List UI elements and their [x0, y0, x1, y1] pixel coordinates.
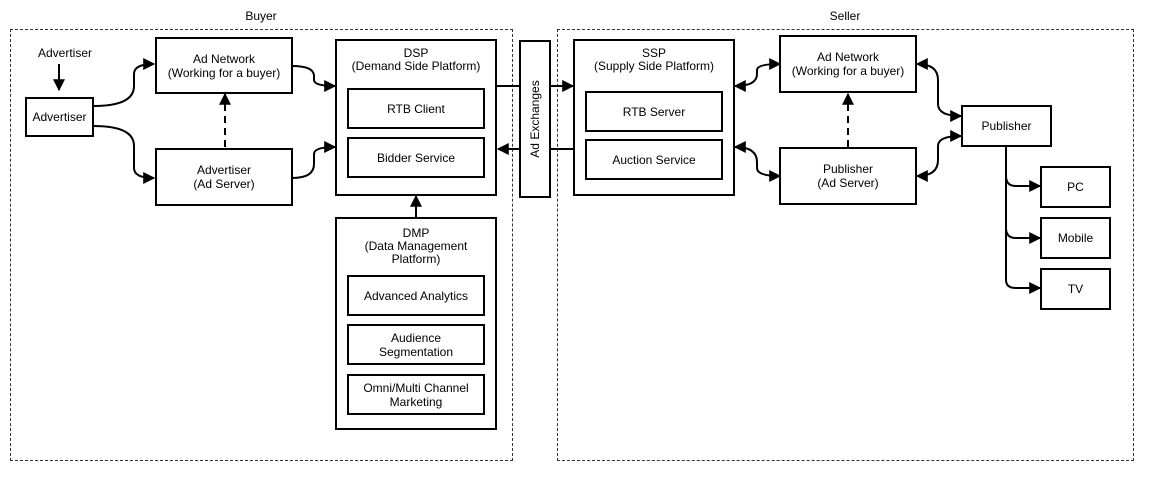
- buyer-ad-network-box[interactable]: Ad Network (Working for a buyer): [155, 37, 293, 94]
- buyer-group: [10, 29, 513, 461]
- advertiser-ad-server-box[interactable]: Advertiser (Ad Server): [155, 148, 293, 206]
- rtb-server-box[interactable]: RTB Server: [585, 91, 723, 132]
- omni-channel-box[interactable]: Omni/Multi Channel Marketing: [347, 374, 485, 415]
- ssp-title: SSP (Supply Side Platform): [593, 46, 715, 73]
- device-pc-box[interactable]: PC: [1040, 166, 1111, 208]
- device-tv-box[interactable]: TV: [1040, 268, 1111, 310]
- dmp-title: DMP (Data Management Platform): [364, 226, 468, 266]
- audience-segmentation-box[interactable]: Audience Segmentation: [347, 324, 485, 365]
- ad-exchanges-label: Ad Exchanges: [528, 80, 542, 158]
- seller-group-label: Seller: [829, 9, 861, 23]
- device-mobile-box[interactable]: Mobile: [1040, 217, 1111, 259]
- dsp-title: DSP (Demand Side Platform): [351, 46, 481, 73]
- auction-service-box[interactable]: Auction Service: [585, 139, 723, 180]
- ad-exchanges-box[interactable]: Ad Exchanges: [519, 40, 551, 198]
- advertiser-label: Advertiser: [38, 46, 93, 60]
- publisher-box[interactable]: Publisher: [961, 105, 1052, 147]
- rtb-client-box[interactable]: RTB Client: [347, 88, 485, 129]
- bidder-service-box[interactable]: Bidder Service: [347, 137, 485, 178]
- advanced-analytics-box[interactable]: Advanced Analytics: [347, 275, 485, 316]
- publisher-ad-server-box[interactable]: Publisher (Ad Server): [779, 147, 917, 205]
- seller-ad-network-box[interactable]: Ad Network (Working for a buyer): [779, 35, 917, 93]
- seller-group: [557, 29, 1134, 461]
- advertiser-box[interactable]: Advertiser: [25, 97, 94, 137]
- buyer-group-label: Buyer: [245, 9, 277, 23]
